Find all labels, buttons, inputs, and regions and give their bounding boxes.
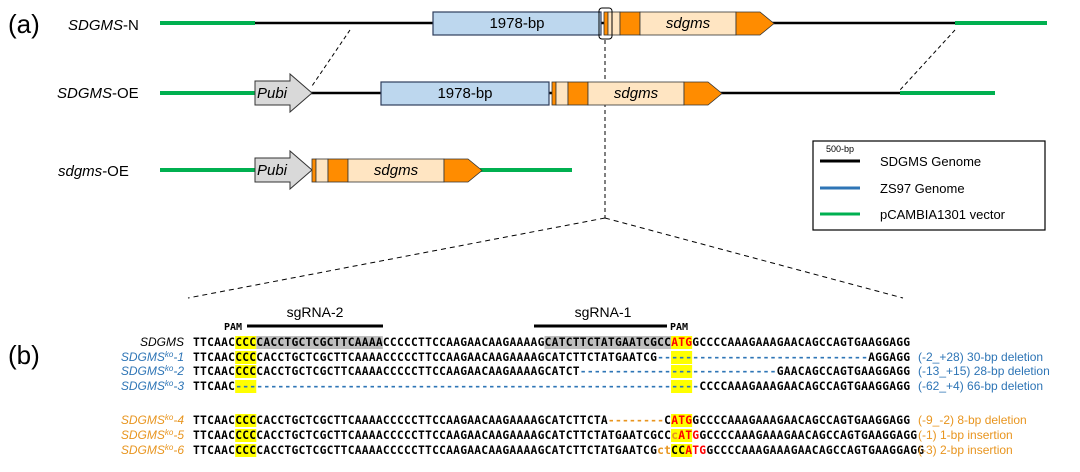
- construct-name-sdgms-lower-oe: sdgms-OE: [58, 163, 129, 180]
- row-label: SDGMSko-6: [121, 443, 184, 457]
- gene-label: sdgms: [374, 162, 419, 179]
- row-label: SDGMSko-5: [121, 428, 184, 442]
- row-label: SDGMSko-4: [121, 413, 184, 427]
- sgrna-highlight: [544, 336, 672, 349]
- sgrna1-label: sgRNA-1: [575, 304, 632, 320]
- pam-highlight: [671, 365, 693, 378]
- exon-small: [603, 11, 609, 36]
- sequence-alignment: SDGMS TTCAACCCCCACCTGCTCGCTTCAAAACCCCCTTC…: [121, 335, 1050, 457]
- pam-highlight: [671, 336, 693, 349]
- exon-small: [551, 81, 557, 106]
- row-label: SDGMSko-3: [121, 379, 184, 393]
- pubi-promoter-arrow: [254, 72, 313, 114]
- connector-right: [899, 29, 956, 91]
- pubi-label: Pubi: [257, 162, 288, 179]
- mutation-note: (-2_+28) 30-bp deletion: [918, 350, 1043, 364]
- exon-1: [619, 11, 641, 36]
- legend-label-vector: pCAMBIA1301 vector: [880, 207, 1006, 222]
- construct-sdgms-lower-oe: sdgms-OE Pubi sdgms: [58, 149, 572, 191]
- connector-left: [311, 29, 351, 87]
- row-label: SDGMSko-1: [121, 350, 184, 364]
- row-label: SDGMS: [140, 335, 184, 349]
- exon-1: [327, 158, 349, 183]
- promoter-box-1978bp: [432, 11, 602, 36]
- gene-arrow-exon: [683, 81, 723, 106]
- pam-label-right: PAM: [670, 322, 688, 333]
- sequence-row: TTCAACCCCCACCTGCTCGCTTCAAAACCCCCTTCCAAGA…: [193, 444, 924, 457]
- pubi-label: Pubi: [257, 85, 288, 102]
- pam-highlight: [671, 380, 693, 393]
- promoter-box-label: 1978-bp: [437, 85, 492, 102]
- pam-label-left: PAM: [224, 322, 242, 333]
- promoter-box-1978bp: [380, 81, 550, 106]
- pam-highlight: [671, 444, 693, 457]
- gene-arrow-exon: [735, 11, 775, 36]
- utr-segment: [607, 11, 621, 36]
- row-label: SDGMSko-2: [121, 364, 184, 378]
- target-region-box: [598, 7, 613, 40]
- exon-small: [311, 158, 317, 183]
- construct-name-sdgms-n: SDGMS-N: [68, 17, 139, 34]
- exon-1: [567, 81, 589, 106]
- promoter-box-label: 1978-bp: [489, 15, 544, 32]
- pam-highlight: [235, 429, 257, 442]
- construct-sdgms-n: SDGMS-N 1978-bp sdgms: [68, 7, 1047, 40]
- legend-label-sdgms-genome: SDGMS Genome: [880, 154, 981, 169]
- zoom-line-right: [604, 217, 904, 299]
- sequence-row: TTCAAC----------------------------------…: [193, 380, 910, 393]
- pam-highlight: [671, 414, 693, 427]
- sequence-row: TTCAACCCCCACCTGCTCGCTTCAAAACCCCCTTCCAAGA…: [193, 429, 917, 442]
- utr-segment: [555, 81, 569, 106]
- sequence-row: TTCAACCCCCACCTGCTCGCTTCAAAACCCCCTTCCAAGA…: [193, 351, 910, 364]
- mutation-note: (-13_+15) 28-bp deletion: [918, 364, 1050, 378]
- pam-highlight: [235, 336, 257, 349]
- pam-highlight: [671, 351, 693, 364]
- mutation-note: (-3) 2-bp insertion: [918, 443, 1013, 457]
- pam-highlight: [235, 414, 257, 427]
- pam-highlight: [235, 351, 257, 364]
- zoom-line-left: [187, 217, 606, 299]
- sgrna-highlight: [256, 336, 383, 349]
- pam-highlight: [235, 444, 257, 457]
- legend: 500-bp SDGMS Genome ZS97 Genome pCAMBIA1…: [812, 140, 1046, 231]
- pam-highlight: [671, 429, 693, 442]
- gene-arrow-exon: [443, 158, 483, 183]
- utr-segment: [315, 158, 329, 183]
- panel-b-label: (b): [8, 340, 40, 370]
- sequence-row: TTCAACCCCCACCTGCTCGCTTCAAAACCCCCTTCCAAGA…: [193, 336, 910, 349]
- construct-sdgms-oe: SDGMS-OE Pubi 1978-bp sdgms: [57, 72, 995, 114]
- pam-highlight: [235, 365, 257, 378]
- legend-label-zs97-genome: ZS97 Genome: [880, 181, 965, 196]
- mutation-note: (-62_+4) 66-bp deletion: [918, 379, 1043, 393]
- sgrna2-label: sgRNA-2: [287, 304, 344, 320]
- construct-name-sdgms-oe: SDGMS-OE: [57, 85, 139, 102]
- pubi-promoter-arrow: [254, 149, 313, 191]
- mutation-note: (-1) 1-bp insertion: [918, 428, 1013, 442]
- panel-a-label: (a): [8, 9, 40, 39]
- sequence-row: TTCAACCCCCACCTGCTCGCTTCAAAACCCCCTTCCAAGA…: [193, 414, 910, 427]
- legend-scale-label: 500-bp: [826, 144, 854, 154]
- pam-highlight: [235, 380, 257, 393]
- gene-label: sdgms: [614, 85, 659, 102]
- mutation-note: (-9_-2) 8-bp deletion: [918, 413, 1027, 427]
- gene-label: sdgms: [666, 15, 711, 32]
- sequence-row: TTCAACCCCCACCTGCTCGCTTCAAAACCCCCTTCCAAGA…: [193, 365, 910, 378]
